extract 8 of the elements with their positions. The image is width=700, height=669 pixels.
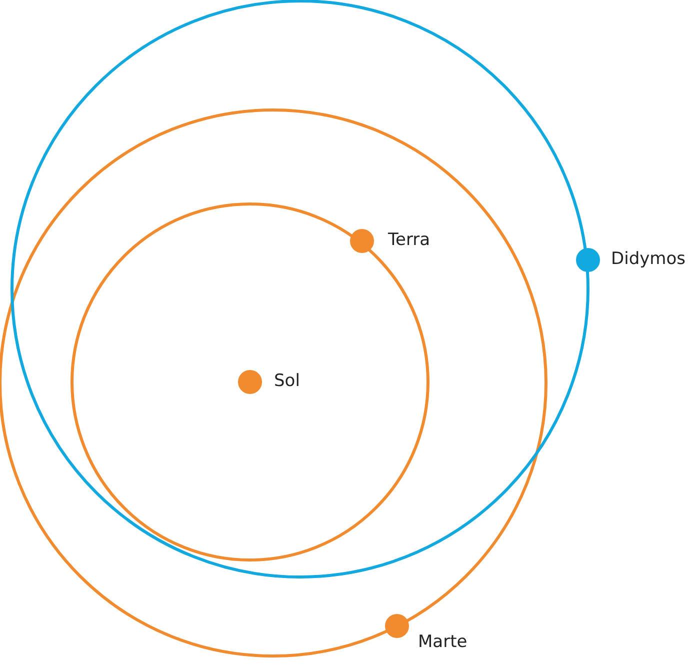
planet-label: Marte	[418, 632, 468, 652]
planet-dot	[238, 370, 262, 394]
planet-label: Terra	[388, 230, 430, 250]
planet-dot	[385, 614, 409, 638]
planet-dot	[350, 229, 374, 253]
planet-label: Didymos	[611, 249, 686, 269]
planet-label: Sol	[274, 371, 300, 391]
planet-dot	[576, 248, 600, 272]
